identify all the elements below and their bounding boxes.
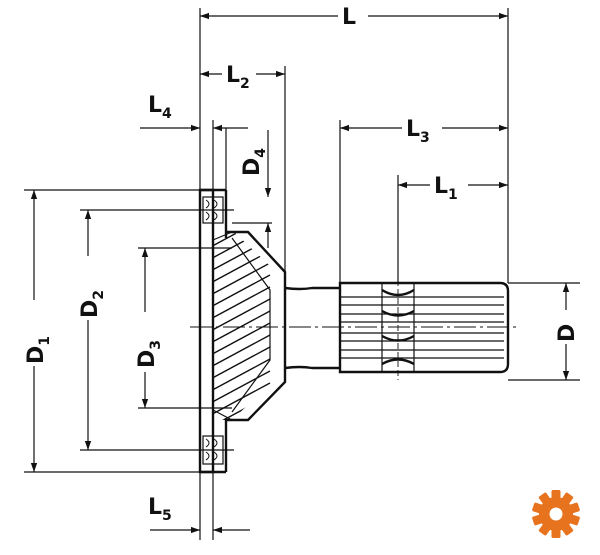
- shaft-neck: [284, 286, 340, 370]
- dim-label-L1: L1: [434, 174, 458, 203]
- dim-label-D4: D4: [240, 148, 269, 176]
- splined-shaft: [338, 280, 510, 380]
- dimension-labels: L L2 L4 L3 L1 D4 D1 D2 D3 D L5: [20, 2, 580, 524]
- dim-label-L5: L5: [148, 495, 172, 524]
- dim-label-L3: L3: [406, 117, 430, 146]
- dim-label-L4: L4: [148, 93, 172, 122]
- part-outline: [190, 188, 520, 474]
- dim-label-D1: D1: [24, 336, 53, 364]
- dimension-lines: [24, 8, 580, 540]
- dim-label-L: L: [342, 5, 356, 30]
- gear-icon: [532, 490, 580, 538]
- dim-label-D: D: [555, 324, 580, 342]
- dim-label-D3: D3: [135, 340, 164, 368]
- dim-label-D2: D2: [78, 290, 107, 318]
- flange: [198, 188, 215, 474]
- dim-label-L2: L2: [226, 63, 250, 92]
- hub-cone: [226, 230, 287, 422]
- section-hatching: [213, 230, 271, 420]
